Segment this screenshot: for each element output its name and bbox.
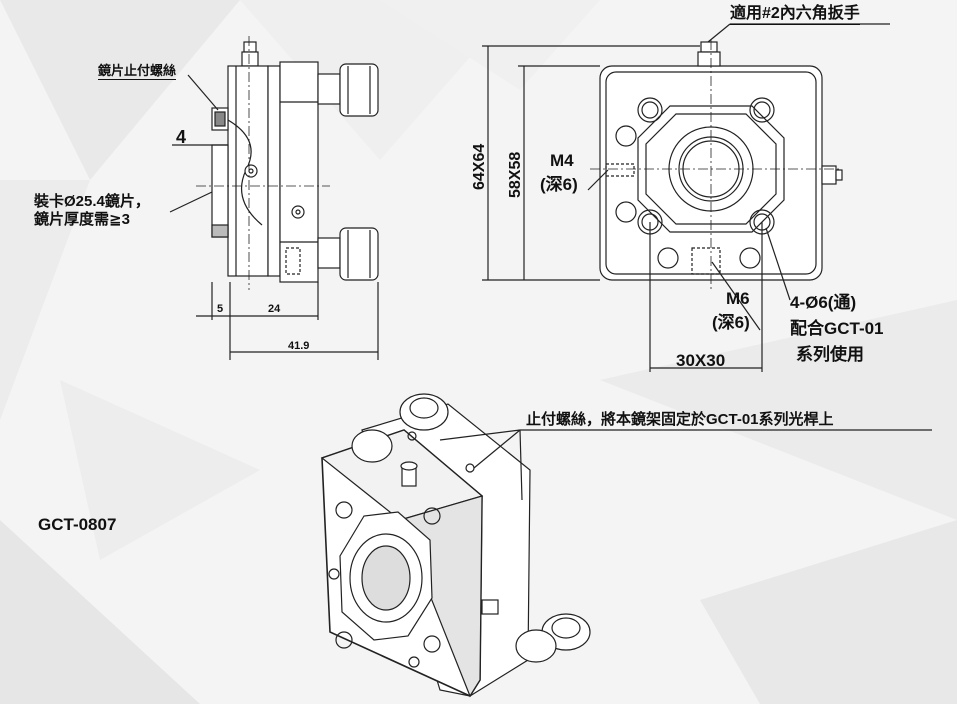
side-view: [169, 36, 379, 360]
mount-note-line1: 裝卡Ø25.4鏡片，: [34, 193, 150, 210]
dimension-24-label: 24: [268, 303, 281, 315]
inner-size-label: 58X58: [507, 151, 524, 198]
m6-depth-label: (深6): [712, 313, 750, 332]
mount-note-line2: 鏡片厚度需≧3: [34, 211, 130, 228]
through-holes-note1: 配合GCT-01: [790, 319, 884, 338]
m6-label: M6: [726, 289, 750, 308]
outer-size-label: 64X64: [471, 143, 488, 190]
offset-dimension-label: 4: [176, 127, 187, 147]
through-holes-note2: 系列使用: [796, 345, 864, 364]
wrench-note-label: 適用#2內六角扳手: [730, 6, 860, 25]
hole-spacing-label: 30X30: [676, 351, 726, 370]
m4-depth-label: (深6): [540, 175, 578, 194]
dimension-41-9-label: 41.9: [288, 340, 310, 352]
dimension-5-label: 5: [217, 303, 224, 315]
iso-view: [320, 393, 932, 698]
mirror-stop-screw-label: 鏡片止付螺絲: [98, 63, 177, 80]
model-number: GCT-0807: [38, 515, 117, 534]
through-holes-label: 4-Ø6(通): [790, 293, 857, 312]
m4-label: M4: [550, 151, 574, 170]
set-screw-note-label: 止付螺絲，將本鏡架固定於GCT-01系列光桿上: [526, 411, 834, 428]
